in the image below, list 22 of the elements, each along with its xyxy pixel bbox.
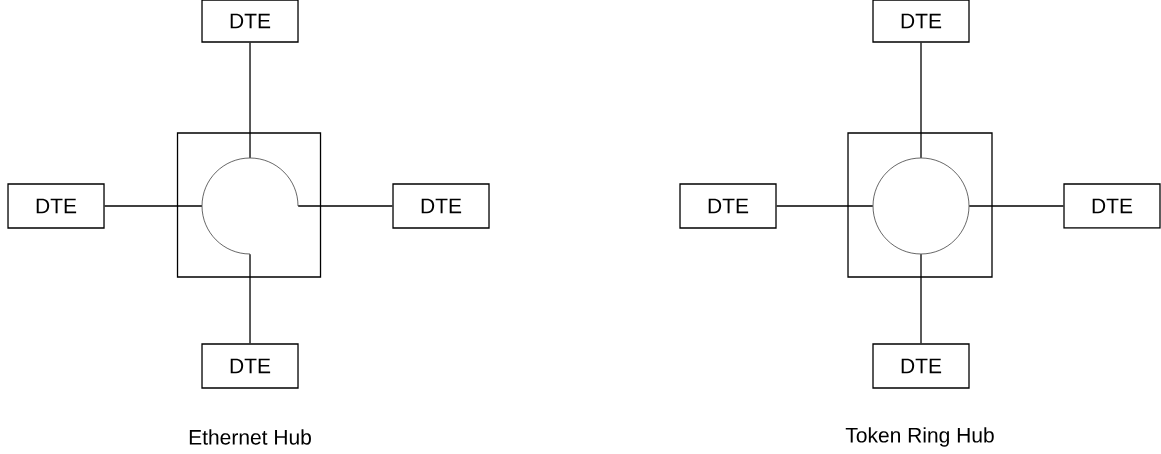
- terminal-box: DTE: [201, 343, 299, 389]
- ring-circle: [872, 157, 970, 255]
- terminal-box: DTE: [7, 183, 105, 229]
- terminal-box: DTE: [201, 0, 299, 43]
- terminal-box: DTE: [872, 0, 970, 43]
- hub-caption: Token Ring Hub: [845, 427, 994, 447]
- connector-line: [776, 205, 874, 207]
- hub-caption: Ethernet Hub: [189, 429, 311, 445]
- connector-line: [920, 42, 922, 159]
- hub-box: [176, 132, 322, 278]
- terminal-box: DTE: [392, 183, 490, 229]
- hub-box: [847, 132, 993, 278]
- connector-line: [249, 42, 251, 159]
- connector-line: [920, 253, 922, 344]
- ring-arc: [201, 157, 299, 255]
- terminal-box: DTE: [679, 183, 777, 229]
- connector-line: [297, 205, 393, 207]
- connector-line: [968, 205, 1064, 207]
- connector-line: [249, 253, 251, 344]
- terminal-box: DTE: [872, 343, 970, 389]
- terminal-box: DTE: [1063, 183, 1161, 229]
- connector-line: [104, 205, 203, 207]
